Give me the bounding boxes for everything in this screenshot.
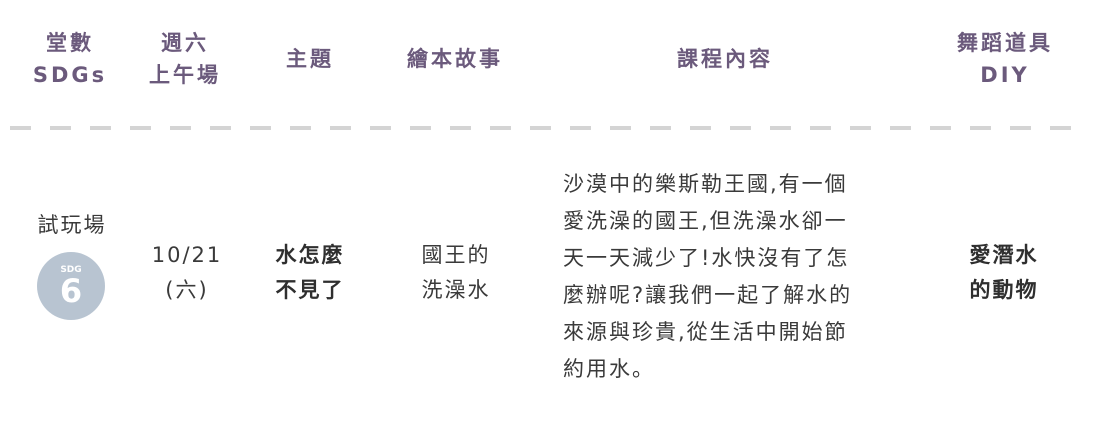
theme-cell: 水怎麼 不見了 bbox=[258, 238, 362, 308]
header-time: 週六 上午場 bbox=[135, 0, 235, 118]
sdg-badge-number: 6 bbox=[59, 272, 83, 310]
book-cell: 國王的 洗澡水 bbox=[404, 238, 508, 308]
content-line: 天一天減少了!水快沒有了怎 bbox=[563, 246, 850, 270]
header-content: 課程內容 bbox=[640, 0, 810, 118]
theme-line1: 水怎麼 bbox=[275, 243, 345, 267]
header-diy: 舞蹈道具 DIY bbox=[940, 0, 1070, 118]
header-book: 繪本故事 bbox=[390, 0, 520, 118]
sdg-badge: SDG 6 bbox=[37, 252, 105, 320]
content-line: 愛洗澡的國王,但洗澡水卻一 bbox=[563, 209, 848, 233]
header-sdgs: 堂數 SDGs bbox=[22, 0, 118, 118]
header-diy-line2: DIY bbox=[980, 63, 1030, 87]
book-line1: 國王的 bbox=[421, 243, 491, 267]
header-diy-line1: 舞蹈道具 bbox=[957, 31, 1053, 55]
content-line: 約用水。 bbox=[563, 357, 655, 381]
diy-cell: 愛潛水 的動物 bbox=[950, 238, 1058, 308]
header-sdgs-line2: SDGs bbox=[32, 63, 108, 87]
header-book-label: 繪本故事 bbox=[407, 47, 503, 71]
diy-line1: 愛潛水 bbox=[969, 243, 1039, 267]
content-line: 麼辦呢?讓我們一起了解水的 bbox=[563, 283, 853, 307]
session-text: 試玩場 bbox=[37, 213, 107, 237]
content-line: 來源與珍貴,從生活中開始節 bbox=[563, 320, 848, 344]
book-line2: 洗澡水 bbox=[421, 278, 491, 302]
sdg-badge-label: SDG bbox=[60, 265, 82, 275]
header-divider bbox=[10, 126, 1090, 130]
session-label: 試玩場 bbox=[20, 208, 124, 243]
weekday-text: (六) bbox=[165, 278, 209, 302]
header-time-line1: 週六 bbox=[161, 31, 209, 55]
header-theme: 主題 bbox=[262, 0, 358, 118]
course-content: 沙漠中的樂斯勒王國,有一個 愛洗澡的國王,但洗澡水卻一 天一天減少了!水快沒有了… bbox=[563, 166, 908, 388]
header-time-line2: 上午場 bbox=[149, 63, 221, 87]
date-text: 10/21 bbox=[151, 243, 223, 267]
session-date: 10/21 (六) bbox=[135, 238, 239, 308]
header-content-label: 課程內容 bbox=[677, 47, 773, 71]
header-sdgs-line1: 堂數 bbox=[46, 31, 94, 55]
header-theme-label: 主題 bbox=[286, 47, 334, 71]
theme-line2: 不見了 bbox=[275, 278, 345, 302]
content-line: 沙漠中的樂斯勒王國,有一個 bbox=[563, 172, 848, 196]
diy-line2: 的動物 bbox=[969, 278, 1039, 302]
